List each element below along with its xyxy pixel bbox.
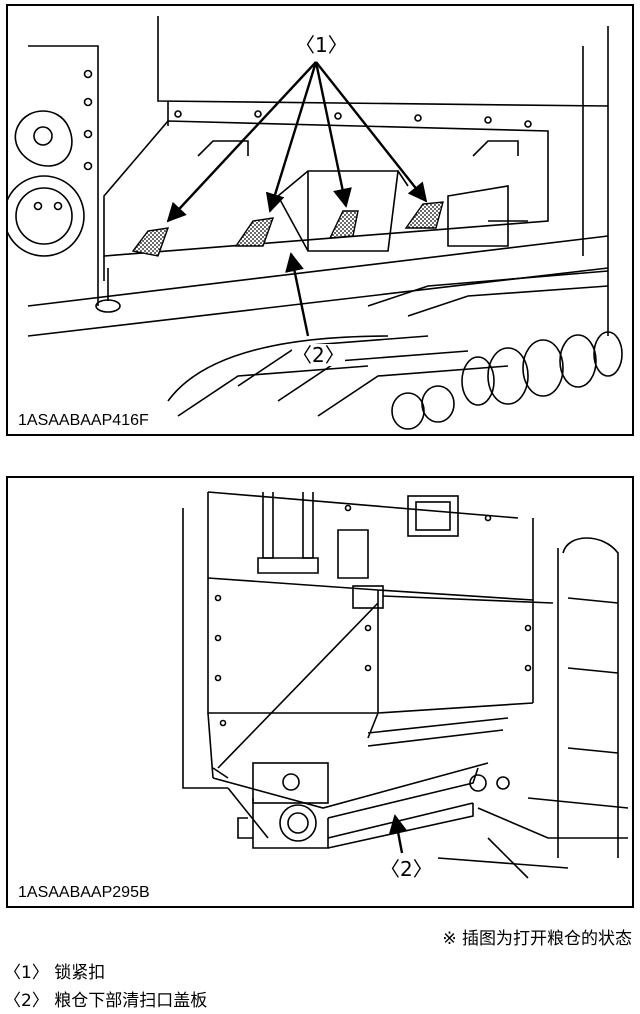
figure-note: ※ 插图为打开粮仓的状态 — [442, 929, 632, 949]
figure-1-code: 1ASAABAAP416F — [16, 412, 151, 430]
legend-number: 〈2〉 — [4, 991, 49, 1011]
callout-2-label: 〈2〉 — [380, 857, 433, 881]
figure-2-drawing — [182, 491, 629, 879]
legend-text: 锁紧扣 — [54, 963, 106, 983]
figure-2-code: 1ASAABAAP295B — [16, 884, 152, 902]
figure-2: 〈2〉 1ASAABAAP295B — [6, 476, 634, 908]
legend-item: 〈2〉 粮仓下部清扫口盖板 — [4, 986, 207, 1011]
legend-item: 〈1〉 锁紧扣 — [4, 958, 105, 983]
legend-text: 粮仓下部清扫口盖板 — [54, 991, 208, 1011]
callout-1-label: 〈1〉 — [295, 33, 348, 57]
callout-2-label: 〈2〉 — [292, 343, 345, 367]
figure-1-drawing — [8, 16, 623, 430]
figure-1: 〈1〉 〈2〉 1ASAABAAP416F — [6, 4, 634, 436]
legend-number: 〈1〉 — [4, 963, 49, 983]
